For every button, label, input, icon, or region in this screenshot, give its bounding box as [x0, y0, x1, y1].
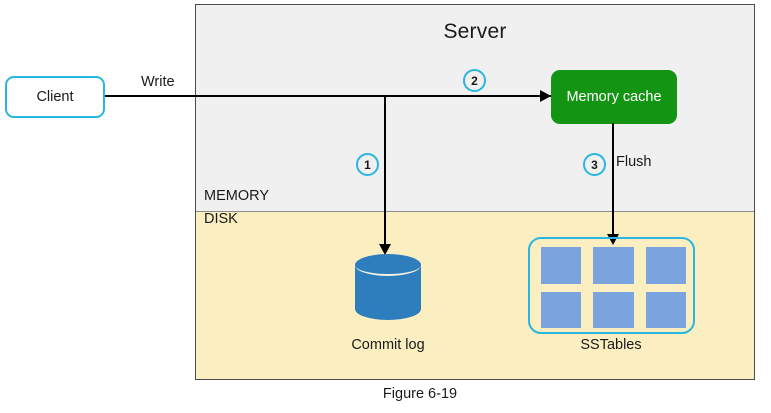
disk-label: DISK — [204, 211, 238, 227]
step-badge-3: 3 — [583, 153, 606, 176]
sstable-cell — [645, 291, 686, 328]
sstable-cell — [541, 247, 582, 284]
sstables-grid — [541, 247, 686, 328]
step-badge-1-number: 1 — [364, 157, 371, 172]
sstable-cell — [541, 291, 582, 328]
edge-memory-cache-to-sstables — [612, 123, 614, 234]
cylinder-top-icon — [355, 254, 421, 276]
commit-log-node[interactable] — [355, 254, 421, 326]
arrowhead-to-sstables — [607, 234, 619, 245]
arrowhead-to-commit-log — [379, 244, 391, 255]
memory-label: MEMORY — [204, 188, 269, 204]
server-title: Server — [443, 20, 507, 43]
sstable-cell — [593, 291, 634, 328]
sstables-node[interactable] — [528, 237, 695, 334]
step-badge-2-number: 2 — [471, 73, 478, 88]
sstables-label: SSTables — [580, 337, 642, 353]
write-edge-label: Write — [141, 74, 175, 90]
figure-caption: Figure 6-19 — [382, 386, 458, 402]
memory-cache-label: Memory cache — [566, 89, 662, 105]
sstable-cell — [645, 247, 686, 284]
step-badge-2: 2 — [463, 69, 486, 92]
commit-log-label: Commit log — [351, 337, 425, 353]
client-node-label: Client — [36, 89, 74, 105]
flush-edge-label: Flush — [616, 154, 652, 170]
arrowhead-to-memory-cache — [540, 90, 551, 102]
edge-client-to-memory-cache — [105, 95, 551, 97]
client-node[interactable]: Client — [5, 76, 105, 118]
sstable-cell — [593, 247, 634, 284]
step-badge-3-number: 3 — [591, 157, 598, 172]
edge-write-to-commit-log — [384, 96, 386, 244]
step-badge-1: 1 — [356, 153, 379, 176]
memory-cache-node[interactable]: Memory cache — [551, 70, 677, 124]
